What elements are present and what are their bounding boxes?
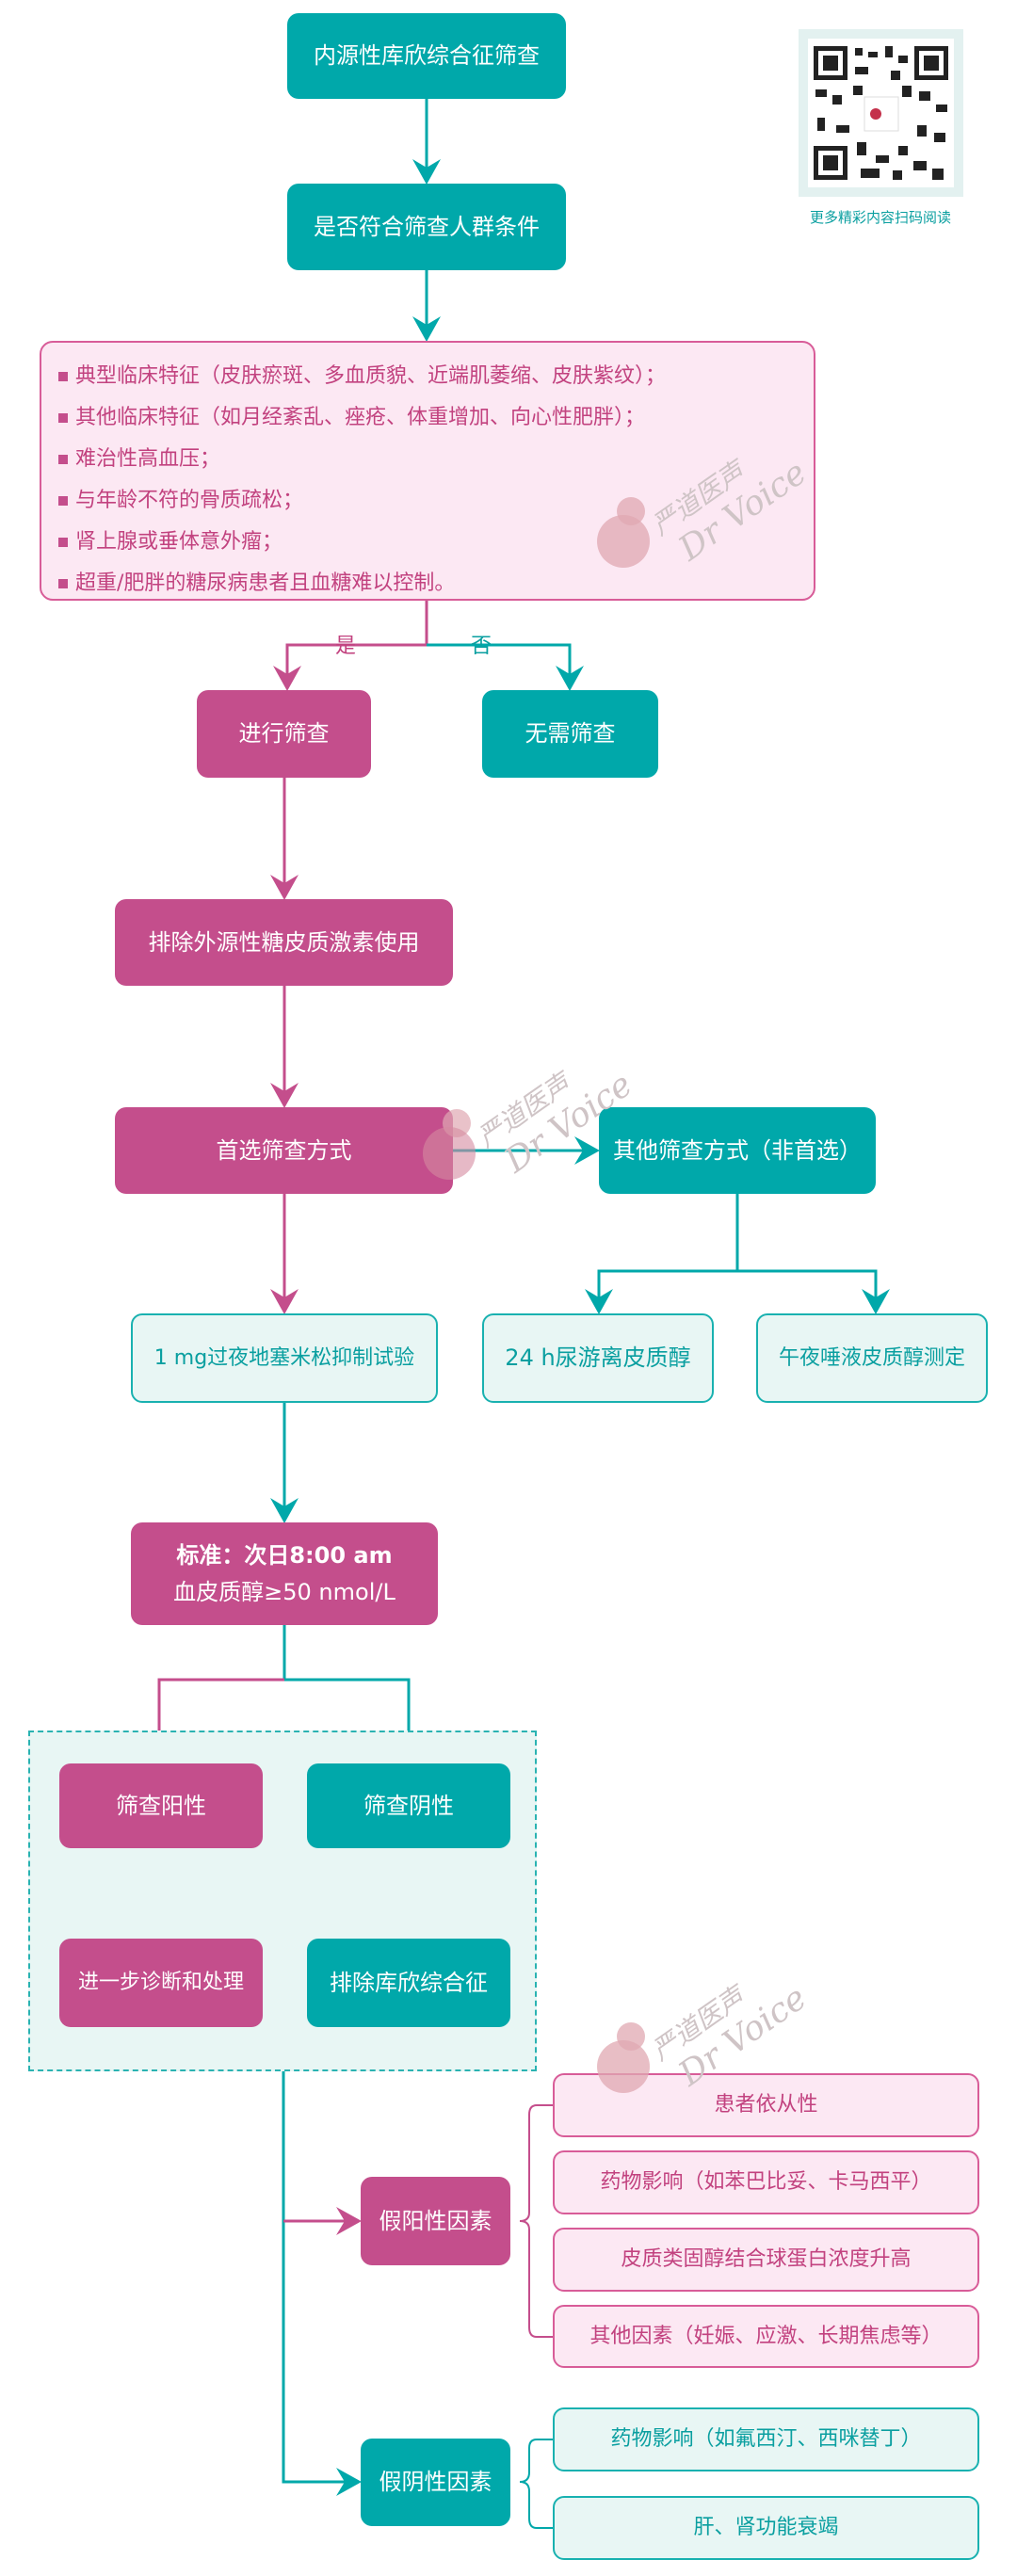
qr-code[interactable]	[799, 29, 963, 197]
false-negative-item: 肝、肾功能衰竭	[553, 2496, 979, 2560]
criteria-list: 典型临床特征（皮肤瘀斑、多血质貌、近端肌萎缩、皮肤紫纹）； 其他临床特征（如月经…	[40, 341, 815, 601]
standard-box: 标准：次日8:00 am 血皮质醇≥50 nmol/L	[131, 1522, 438, 1625]
list-item-text: 与年龄不符的骨质疏松；	[75, 489, 304, 512]
no-screen-box: 无需筛查	[482, 690, 658, 778]
false-positive-item: 药物影响（如苯巴比妥、卡马西平）	[553, 2150, 979, 2214]
exclude-cushing-box: 排除库欣综合征	[307, 1939, 510, 2027]
bullet-icon	[58, 579, 68, 588]
bullet-icon	[58, 413, 68, 423]
other-methods-box: 其他筛查方式（非首选）	[599, 1107, 876, 1194]
list-item-text: 典型临床特征（皮肤瘀斑、多血质貌、近端肌萎缩、皮肤紫纹）；	[75, 364, 667, 388]
list-item: 难治性高血压；	[58, 439, 814, 480]
qr-icon	[814, 46, 948, 180]
bullet-icon	[58, 538, 68, 547]
positive-box: 筛查阳性	[59, 1763, 263, 1848]
preferred-method-box: 首选筛查方式	[115, 1107, 453, 1194]
standard-line1: 标准：次日8:00 am	[176, 1542, 393, 1570]
bullet-icon	[58, 455, 68, 464]
list-item: 与年龄不符的骨质疏松；	[58, 480, 814, 522]
false-positive-box: 假阳性因素	[361, 2177, 510, 2265]
criteria-question-box: 是否符合筛查人群条件	[287, 184, 566, 270]
dexamethasone-test-box: 1 mg过夜地塞米松抑制试验	[131, 1313, 438, 1403]
list-item-text: 肾上腺或垂体意外瘤；	[75, 530, 283, 554]
bullet-icon	[58, 372, 68, 381]
standard-line2: 血皮质醇≥50 nmol/L	[173, 1578, 396, 1605]
urine-cortisol-box: 24 h尿游离皮质醇	[482, 1313, 714, 1403]
qr-code-pattern	[808, 39, 954, 187]
false-negative-item: 药物影响（如氟西汀、西咪替丁）	[553, 2407, 979, 2471]
saliva-cortisol-box: 午夜唾液皮质醇测定	[756, 1313, 988, 1403]
list-item-text: 难治性高血压；	[75, 447, 221, 471]
qr-caption: 更多精彩内容扫码阅读	[809, 209, 951, 226]
branch-yes-label: 是	[335, 635, 357, 658]
exclude-exogenous-box: 排除外源性糖皮质激素使用	[115, 899, 453, 986]
negative-box: 筛查阴性	[307, 1763, 510, 1848]
title-box: 内源性库欣综合征筛查	[287, 13, 566, 99]
list-item: 肾上腺或垂体意外瘤；	[58, 522, 814, 563]
list-item-text: 其他临床特征（如月经紊乱、痤疮、体重增加、向心性肥胖）；	[75, 406, 646, 429]
false-positive-item: 其他因素（妊娠、应激、长期焦虑等）	[553, 2305, 979, 2368]
do-screen-box: 进行筛查	[197, 690, 371, 778]
list-item: 其他临床特征（如月经紊乱、痤疮、体重增加、向心性肥胖）；	[58, 397, 814, 439]
false-positive-item: 皮质类固醇结合球蛋白浓度升高	[553, 2228, 979, 2292]
list-item: 典型临床特征（皮肤瘀斑、多血质貌、近端肌萎缩、皮肤紫纹）；	[58, 356, 814, 397]
list-item-text: 超重/肥胖的糖尿病患者且血糖难以控制。	[75, 572, 456, 595]
false-negative-box: 假阴性因素	[361, 2439, 510, 2526]
false-positive-item: 患者依从性	[553, 2073, 979, 2137]
branch-no-label: 否	[471, 635, 492, 658]
list-item: 超重/肥胖的糖尿病患者且血糖难以控制。	[58, 563, 814, 604]
bullet-icon	[58, 496, 68, 506]
further-diagnosis-box: 进一步诊断和处理	[59, 1939, 263, 2027]
